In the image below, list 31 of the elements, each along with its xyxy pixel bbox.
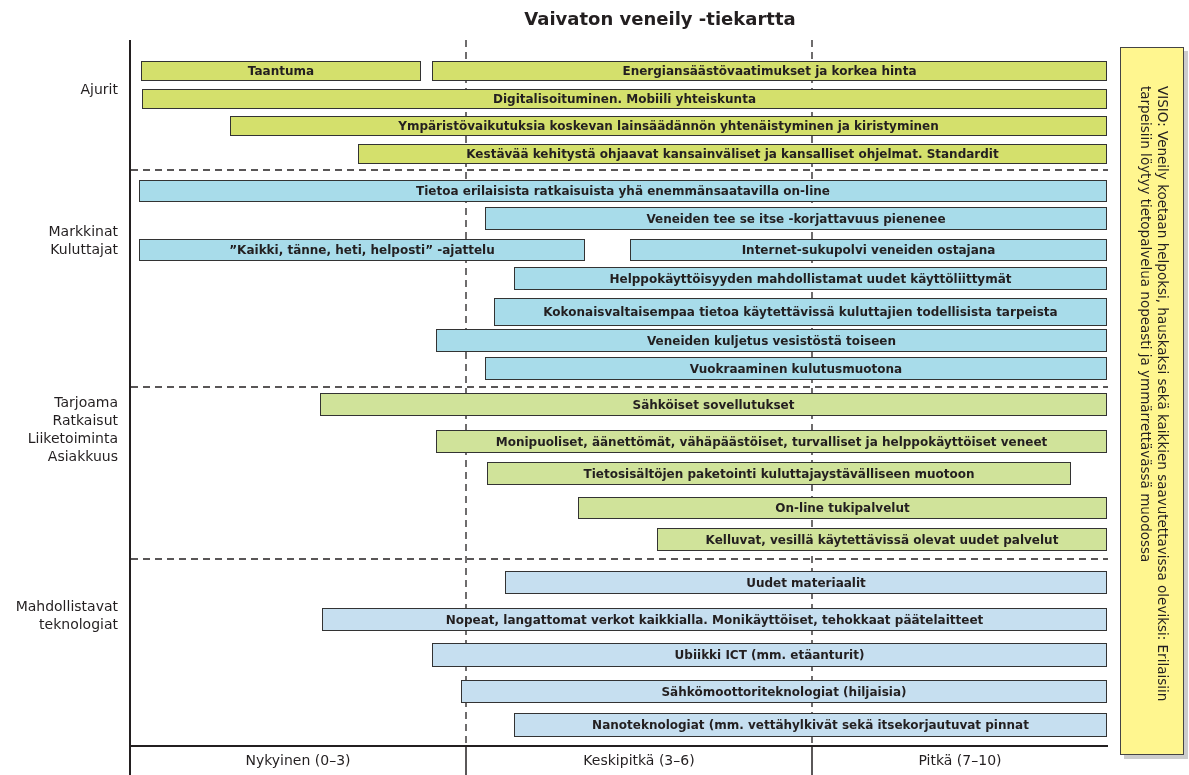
timeline-bar: Nopeat, langattomat verkot kaikkialla. Monikäyttöiset, tehokkaat päätelaitteet	[322, 608, 1107, 631]
timeline-bar: Veneiden tee se itse -korjattavuus pienenee	[485, 207, 1107, 230]
timeline-bar: Tietosisältöjen paketointi kuluttajaystävälliseen muotoon	[487, 462, 1071, 485]
timeline-bar: On-line tukipalvelut	[578, 497, 1107, 519]
timeline-bar: Internet-sukupolvi veneiden ostajana	[630, 239, 1107, 261]
timeline-bar: Helppokäyttöisyyden mahdollistamat uudet käyttöliittymät	[514, 267, 1107, 290]
timeline-bar: Kelluvat, vesillä käytettävissä olevat uudet palvelut	[657, 528, 1107, 551]
axis-label: Nykyinen (0–3)	[245, 751, 351, 769]
timeline-bar: Monipuoliset, äänettömät, vähäpäästöiset, turvalliset ja helppokäyttöiset veneet	[436, 430, 1107, 453]
timeline-bar: Nanoteknologiat (mm. vettähylkivät sekä itsekorjautuvat pinnat	[514, 713, 1107, 737]
timeline-bar: Kestävää kehitystä ohjaavat kansainväliset ja kansalliset ohjelmat. Standardit	[358, 144, 1107, 164]
timeline-bar: Energiansäästövaatimukset ja korkea hinta	[432, 61, 1107, 81]
row-label: Markkinat Kuluttajat	[48, 222, 118, 258]
chart-title: Vaivaton veneily -tiekartta	[524, 10, 796, 28]
axis-label: Keskipitkä (3–6)	[583, 751, 695, 769]
timeline-bar: Taantuma	[141, 61, 421, 81]
timeline-bar: Digitalisoituminen. Mobiili yhteiskunta	[142, 89, 1107, 109]
timeline-bar: Kokonaisvaltaisempaa tietoa käytettävissä kuluttajien todellisista tarpeista	[494, 298, 1107, 326]
timeline-bar: Veneiden kuljetus vesistöstä toiseen	[436, 329, 1107, 352]
timeline-bar: Uudet materiaalit	[505, 571, 1107, 594]
timeline-bar: ”Kaikki, tänne, heti, helposti” -ajattelu	[139, 239, 585, 261]
timeline-bar: Tietoa erilaisista ratkaisuista yhä enemmänsaatavilla on-line	[139, 180, 1107, 202]
timeline-bar: Sähkömoottoriteknologiat (hiljaisia)	[461, 680, 1107, 703]
timeline-bar: Ubiikki ICT (mm. etäanturit)	[432, 643, 1107, 667]
timeline-bar: Vuokraaminen kulutusmuotona	[485, 357, 1107, 380]
row-label: Mahdollistavat teknologiat	[15, 597, 118, 633]
row-label: Tarjoama Ratkaisut Liiketoiminta Asiakkuus	[27, 393, 118, 465]
row-label: Ajurit	[80, 80, 118, 98]
timeline-bar: Ympäristövaikutuksia koskevan lainsäädännön yhtenäistyminen ja kiristyminen	[230, 116, 1107, 136]
axis-label: Pitkä (7–10)	[918, 751, 1002, 769]
timeline-bar: Sähköiset sovellutukset	[320, 393, 1107, 416]
